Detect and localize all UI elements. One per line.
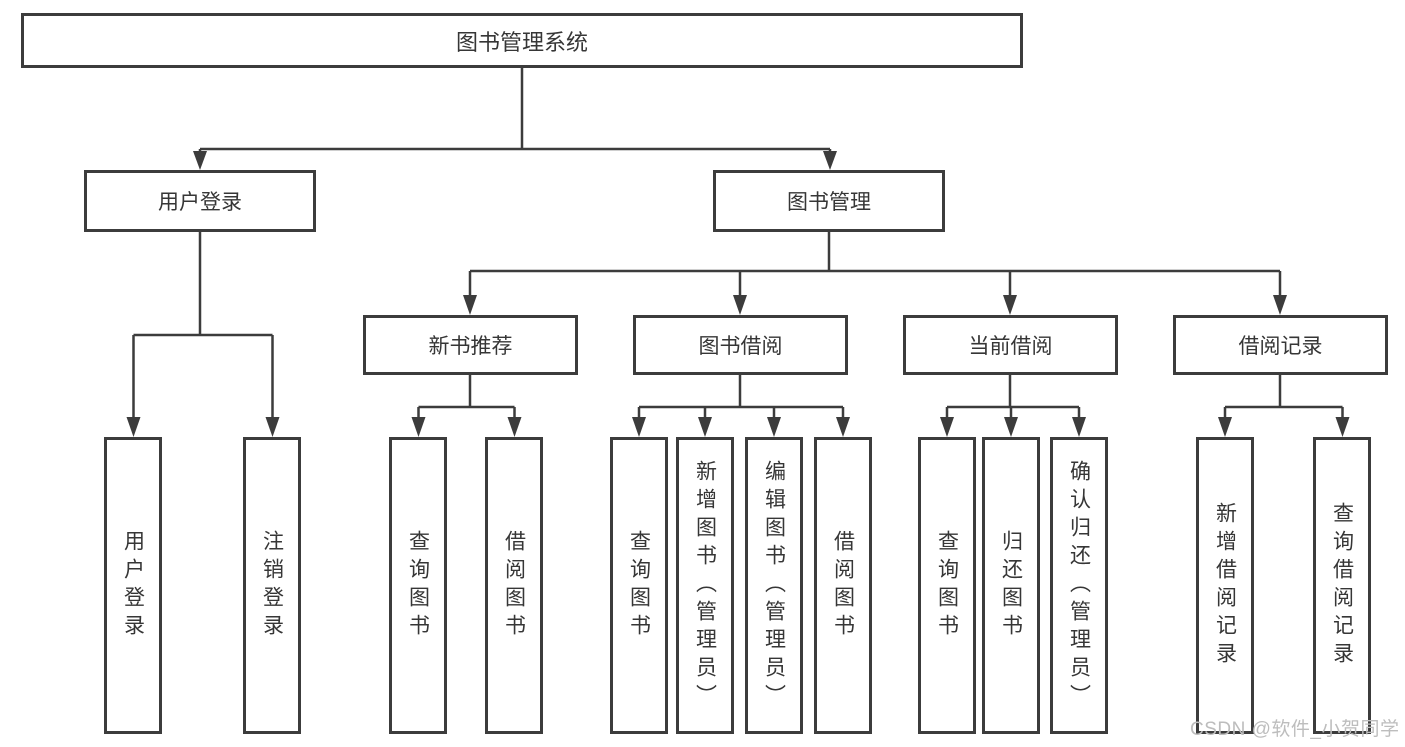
arrowhead-icon	[632, 417, 646, 437]
arrowhead-icon	[698, 417, 712, 437]
node-current-borrowing: 当前借阅	[903, 315, 1118, 375]
arrowhead-icon	[1003, 295, 1017, 315]
csdn-watermark: CSDN @软件_小贺同学	[1190, 719, 1400, 740]
node-query-books-borrowing: 查询图书	[610, 437, 668, 734]
arrowhead-icon	[411, 417, 426, 437]
node-book-borrowing: 图书借阅	[633, 315, 848, 375]
node-borrowing-records: 借阅记录	[1173, 315, 1388, 375]
node-query-books-current: 查询图书	[918, 437, 976, 734]
node-add-borrow-record: 新增借阅记录	[1196, 437, 1254, 734]
node-query-books-recommend: 查询图书	[389, 437, 447, 734]
node-confirm-return-admin: 确认归还（管理员）	[1050, 437, 1108, 734]
arrowhead-icon	[193, 151, 207, 170]
node-logout-leaf: 注销登录	[243, 437, 301, 734]
node-library-management-system: 图书管理系统	[21, 13, 1023, 68]
arrowhead-icon	[940, 417, 954, 437]
node-return-books: 归还图书	[982, 437, 1040, 734]
node-new-book-recommendation: 新书推荐	[363, 315, 578, 375]
node-user-login-leaf: 用户登录	[104, 437, 162, 734]
node-query-borrow-record: 查询借阅记录	[1313, 437, 1371, 734]
arrowhead-icon	[1218, 417, 1232, 437]
node-book-management: 图书管理	[713, 170, 945, 232]
arrowhead-icon	[767, 417, 781, 437]
arrowhead-icon	[1273, 295, 1287, 315]
node-edit-books-admin: 编辑图书（管理员）	[745, 437, 803, 734]
node-user-login: 用户登录	[84, 170, 316, 232]
arrowhead-icon	[1072, 417, 1086, 437]
arrowhead-icon	[733, 295, 747, 315]
arrowhead-icon	[823, 151, 837, 170]
connector-arrowheads	[126, 151, 1350, 437]
arrowhead-icon	[463, 295, 477, 315]
arrowhead-icon	[265, 417, 280, 437]
node-borrow-books-recommend: 借阅图书	[485, 437, 543, 734]
arrowhead-icon	[836, 417, 850, 437]
arrowhead-icon	[507, 417, 522, 437]
node-add-books-admin: 新增图书（管理员）	[676, 437, 734, 734]
arrowhead-icon	[126, 417, 141, 437]
node-borrow-books-leaf: 借阅图书	[814, 437, 872, 734]
arrowhead-icon	[1335, 417, 1350, 437]
arrowhead-icon	[1004, 417, 1018, 437]
